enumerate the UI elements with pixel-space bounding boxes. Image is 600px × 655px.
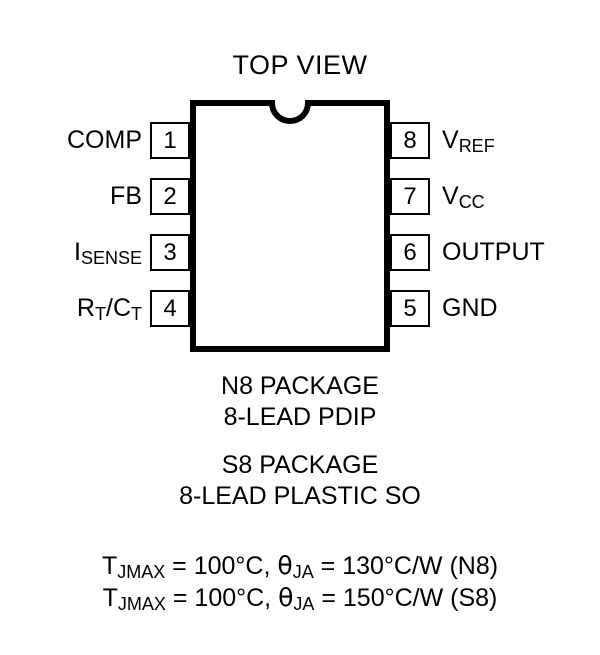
pin-label-gnd: GND [442, 290, 498, 327]
thermal-n8-theta-subscript: JA [292, 561, 314, 582]
thermal-line-n8: TJMAX = 100°C, θJA = 130°C/W (N8) [0, 550, 600, 582]
pin-label-output-text: OUTPUT [442, 238, 545, 266]
thermal-n8-tj-value: = 100°C, [165, 552, 278, 580]
thermal-specifications: TJMAX = 100°C, θJA = 130°C/W (N8) TJMAX … [0, 550, 600, 614]
pin-box-6[interactable]: 6 [390, 234, 430, 271]
pin-label-vref-base: V [442, 126, 459, 154]
pin-label-isense: ISENSE [74, 234, 142, 271]
package-caption-n8-line2: 8-LEAD PDIP [223, 403, 377, 431]
thermal-s8-theta-value: = 150°C/W (S8) [314, 584, 498, 612]
theta-symbol-icon: θ [278, 583, 294, 612]
package-caption-s8: S8 PACKAGE 8-LEAD PLASTIC SO [0, 450, 600, 512]
pin-label-rtct-c-subscript: T [131, 303, 142, 324]
pin-box-1[interactable]: 1 [150, 122, 190, 159]
pin-label-rtct-c: C [112, 294, 131, 322]
pin-label-isense-base: I [74, 238, 81, 266]
package-caption-n8-line1: N8 PACKAGE [221, 372, 379, 400]
thermal-line-s8: TJMAX = 100°C, θJA = 150°C/W (S8) [0, 582, 600, 614]
pin-box-7[interactable]: 7 [390, 178, 430, 215]
pin-box-5[interactable]: 5 [390, 290, 430, 327]
package-caption-s8-line1: S8 PACKAGE [221, 451, 379, 479]
page-title: TOP VIEW [232, 50, 368, 80]
theta-symbol-icon: θ [277, 551, 293, 580]
thermal-n8-tj-subscript: JMAX [117, 561, 166, 582]
pin-label-rtct-r-subscript: T [94, 303, 106, 324]
pin-label-isense-subscript: SENSE [80, 247, 142, 268]
pin-label-rtct-slash: / [105, 294, 113, 322]
pin-label-rtct: RT/CT [77, 290, 142, 327]
pin-box-4[interactable]: 4 [150, 290, 190, 327]
thermal-s8-tj-subscript: JMAX [117, 593, 166, 614]
pin-label-vref-subscript: REF [458, 135, 495, 156]
pin-label-comp-text: COMP [67, 126, 142, 154]
thermal-n8-tj-base: T [101, 552, 118, 580]
thermal-n8-theta-value: = 130°C/W (N8) [313, 552, 499, 580]
pin-label-gnd-text: GND [442, 294, 498, 322]
pin-label-vcc-subscript: CC [458, 191, 485, 212]
pin-label-rtct-r: R [76, 294, 95, 322]
pin-box-3[interactable]: 3 [150, 234, 190, 271]
thermal-s8-theta-subscript: JA [293, 593, 315, 614]
pin-label-vcc: VCC [442, 178, 485, 215]
pin-label-fb: FB [110, 178, 142, 215]
package-caption-s8-line2: 8-LEAD PLASTIC SO [179, 482, 421, 510]
pin-label-output: OUTPUT [442, 234, 545, 271]
pin-label-vref: VREF [442, 122, 495, 159]
pin-box-8[interactable]: 8 [390, 122, 430, 159]
package-caption-n8: N8 PACKAGE 8-LEAD PDIP [0, 371, 600, 433]
thermal-s8-tj-value: = 100°C, [165, 584, 279, 612]
pin-box-2[interactable]: 2 [150, 178, 190, 215]
pin-label-fb-text: FB [110, 182, 142, 210]
package-outline-svg [190, 100, 390, 352]
package-body-outline [190, 100, 390, 352]
package-notch-icon [190, 100, 390, 352]
thermal-s8-tj-base: T [102, 584, 118, 612]
pin-label-comp: COMP [67, 122, 142, 159]
pin-label-vcc-base: V [442, 182, 459, 210]
